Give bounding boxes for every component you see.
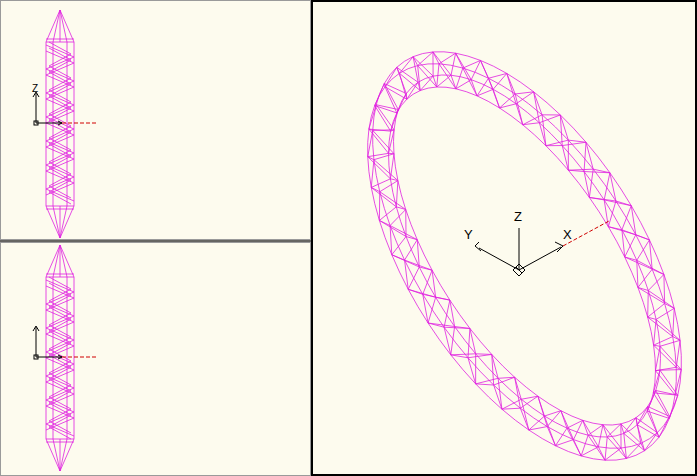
truss-member [46, 280, 74, 436]
truss-member [60, 206, 74, 238]
truss-member [46, 206, 60, 238]
truss-member [60, 439, 67, 471]
active-viewport-frame [312, 1, 696, 475]
axis-label: Z [514, 210, 522, 223]
axis-label: X [563, 228, 572, 241]
truss-member [60, 245, 61, 277]
truss-member [46, 274, 74, 275]
truss-member [389, 87, 656, 437]
truss-member [60, 245, 67, 277]
truss-member [394, 75, 661, 425]
viewport-frame [1, 1, 311, 240]
truss-member [46, 209, 74, 210]
viewport-divider [0, 240, 311, 242]
truss-member [368, 64, 677, 460]
truss-member [368, 52, 682, 460]
truss-member [46, 206, 74, 207]
truss-member [53, 439, 60, 471]
truss-member [60, 439, 74, 471]
truss-member [389, 75, 661, 437]
ucs-icon [475, 221, 609, 276]
truss-member [53, 206, 60, 238]
viewport-frame [1, 243, 311, 476]
truss-member [60, 10, 74, 42]
truss-member [46, 442, 74, 443]
truss-member [46, 10, 60, 42]
ucs-icon [33, 326, 96, 359]
truss-member [60, 206, 61, 238]
truss-member [60, 439, 61, 471]
truss-member [46, 39, 74, 40]
truss-member [46, 245, 60, 277]
truss-member [368, 64, 677, 460]
truss-member [53, 245, 60, 277]
truss-member [53, 42, 54, 206]
truss-member [46, 439, 60, 471]
truss-member [53, 10, 60, 42]
truss-member [60, 10, 67, 42]
truss-member [74, 42, 75, 206]
truss-member [46, 286, 74, 430]
truss-column [46, 245, 74, 471]
truss-member [60, 206, 67, 238]
truss-member [60, 10, 61, 42]
truss-member [74, 277, 75, 439]
truss-member [373, 52, 682, 448]
truss-member [60, 245, 74, 277]
axis-label: Z [32, 84, 38, 94]
axis-label: Y [464, 228, 473, 241]
truss-member [46, 42, 47, 206]
truss-ring [368, 52, 682, 460]
truss-column [46, 10, 74, 238]
ucs-icon [33, 92, 96, 125]
truss-member [373, 52, 682, 448]
